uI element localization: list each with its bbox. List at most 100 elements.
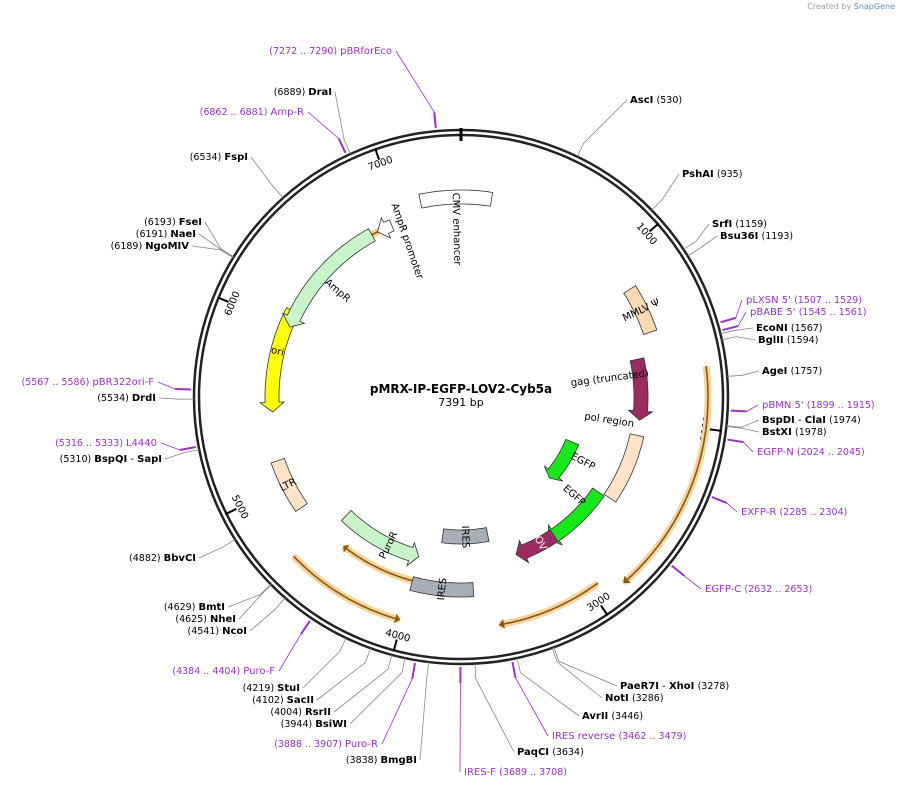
primer-range: (7272 .. 7290) — [269, 46, 340, 57]
primer-range: (2632 .. 2653) — [744, 584, 812, 595]
enzyme-name: NcoI — [222, 626, 247, 637]
enzyme-leader — [687, 235, 718, 257]
primer-label: (6862 .. 6881) Amp-R — [200, 107, 304, 118]
enzyme-label: (6534) FspI — [190, 152, 248, 163]
enzyme-leader — [302, 637, 347, 689]
enzyme-name: DrdI — [132, 393, 156, 404]
primer-label: IRES reverse (3462 .. 3479) — [552, 731, 686, 742]
enzyme-leader — [316, 648, 371, 701]
enzyme-leader — [726, 426, 760, 433]
enzyme-separator: - — [127, 454, 137, 465]
primer-name: Puro-F — [243, 666, 275, 677]
enzyme-position: (6193) — [144, 217, 179, 228]
primer-range: (5567 .. 5586) — [22, 377, 93, 388]
enzyme-separator: - — [795, 415, 805, 426]
primer-label: (4384 .. 4404) Puro-F — [172, 666, 275, 677]
primer-label: (3888 .. 3907) Puro-R — [274, 739, 378, 750]
enzyme-name-2: XhoI — [669, 681, 694, 692]
enzyme-separator: - — [659, 681, 669, 692]
green-thin-puro-head — [343, 544, 350, 553]
tick-label: 7000 — [367, 155, 395, 174]
primer-name: L4440 — [126, 438, 157, 449]
primer-leader — [737, 311, 747, 327]
primer-leader — [726, 502, 738, 513]
primer-label: EGFP-C (2632 .. 2653) — [705, 584, 812, 595]
feature-label: IRES — [436, 577, 449, 601]
primer-range: (2285 .. 2304) — [779, 507, 847, 518]
feature-ires — [441, 527, 490, 545]
feature-cmv-enhancer — [418, 189, 494, 209]
enzyme-label: (3838) BmgBI — [346, 755, 417, 766]
enzyme-name: BmtI — [198, 602, 225, 613]
enzyme-leader — [727, 370, 760, 377]
primer-name: IRES-F — [464, 767, 499, 778]
primer-range: (3462 .. 3479) — [619, 731, 687, 742]
enzyme-name: AgeI — [762, 366, 787, 377]
enzyme-name: PshAI — [682, 169, 714, 180]
enzyme-leader — [204, 221, 234, 258]
feature-label: EGFP — [569, 451, 597, 473]
enzyme-name: StuI — [277, 683, 300, 694]
feature-label: EGFP — [560, 483, 587, 508]
enzyme-position: (1757) — [791, 366, 823, 377]
feature-ltr — [270, 457, 308, 513]
enzyme-position: (6534) — [190, 152, 225, 163]
primer-label: (5567 .. 5586) pBR322ori-F — [22, 377, 155, 388]
enzyme-leader — [334, 91, 351, 155]
primer-label: (7272 .. 7290) pBRforEco — [269, 46, 392, 57]
enzyme-position: (6191) — [136, 229, 171, 240]
primer-label: pLXSN 5' (1507 .. 1529) — [746, 295, 862, 306]
enzyme-position: (530) — [657, 95, 683, 106]
feature-label: CMV enhancer — [450, 193, 463, 267]
primer-name: EGFP-N — [757, 447, 797, 458]
orange-arc-left — [292, 555, 401, 621]
enzyme-leader — [474, 663, 515, 753]
enzyme-name: SrfI — [712, 219, 732, 230]
enzyme-position: (4219) — [243, 683, 278, 694]
enzyme-name: DraI — [308, 87, 332, 98]
enzyme-leader — [227, 583, 271, 608]
enzyme-position: (4882) — [129, 553, 164, 564]
enzyme-label: Bsu36I (1193) — [720, 231, 793, 242]
enzyme-name: SacII — [287, 695, 314, 706]
enzyme-leader — [720, 327, 754, 335]
primer-leader — [160, 442, 181, 451]
tick-mark — [600, 604, 609, 616]
enzyme-leader — [651, 173, 680, 211]
enzyme-label: BspDI - ClaI (1974) — [762, 415, 861, 426]
enzyme-leader — [349, 658, 406, 725]
primer-mark — [711, 496, 728, 504]
enzyme-name: BspQI — [94, 454, 127, 465]
primer-range: (1899 .. 1915) — [807, 400, 875, 411]
feature-mmlv- — [623, 285, 658, 336]
primer-mark — [411, 662, 416, 679]
enzyme-leader — [683, 223, 710, 250]
enzyme-name: BbvCI — [164, 553, 196, 564]
enzyme-leader — [238, 584, 272, 620]
feature-label: pol region — [584, 411, 635, 430]
enzyme-name: EcoNI — [756, 323, 788, 334]
primer-mark — [179, 446, 196, 451]
enzyme-position: (1594) — [787, 335, 819, 346]
primer-leader — [746, 404, 759, 412]
primer-leader — [735, 299, 743, 319]
enzyme-label: (6889) DraI — [274, 87, 332, 98]
enzyme-name: AscI — [630, 95, 653, 106]
enzyme-leader — [721, 336, 756, 341]
enzyme-label: (4625) NheI — [175, 614, 236, 625]
enzyme-name: RsrII — [305, 707, 331, 718]
feature-ires — [409, 576, 475, 598]
enzyme-label: AgeI (1757) — [762, 366, 822, 377]
primer-mark — [433, 112, 437, 129]
feature-lov2 — [515, 529, 559, 564]
enzyme-label: NotI (3286) — [605, 693, 664, 704]
primer-range: (5316 .. 5333) — [55, 438, 126, 449]
enzyme-label: (6193) FseI — [144, 217, 202, 228]
enzyme-name: PaeR7I — [620, 681, 659, 692]
primer-label: EXFP-R (2285 .. 2304) — [741, 507, 847, 518]
primer-name: pBMN 5' — [762, 400, 807, 411]
enzyme-position: (6889) — [274, 87, 309, 98]
primer-range: (4384 .. 4404) — [172, 666, 243, 677]
tick-mark — [392, 639, 398, 652]
tick-mark — [225, 507, 237, 516]
